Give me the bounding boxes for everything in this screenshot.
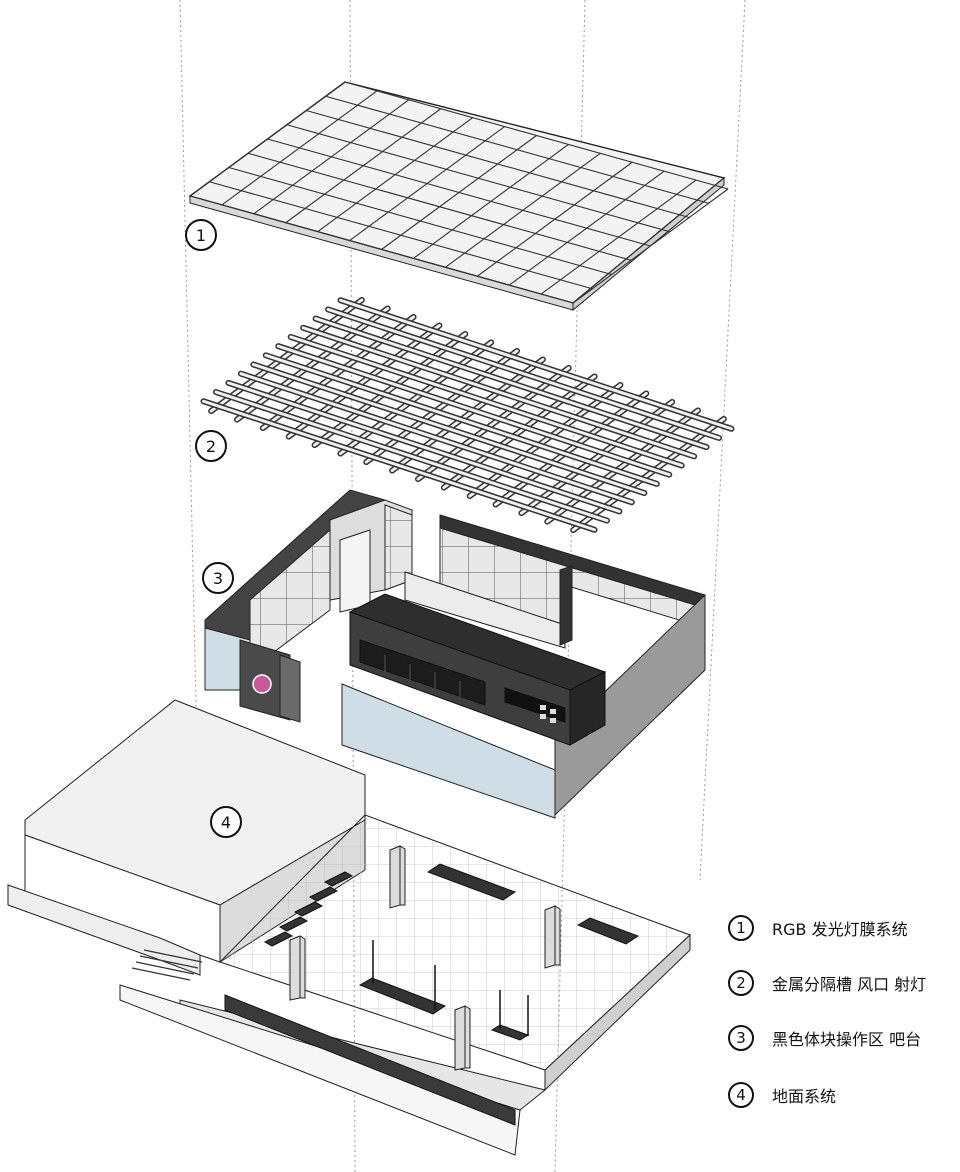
metal-bar [226, 381, 621, 513]
metal-bar [214, 390, 609, 523]
layer-4-floor [7, 699, 691, 1156]
metal-bar [314, 317, 709, 449]
film-grid-line [306, 109, 690, 219]
film-grid-line [344, 81, 729, 190]
film-grid-line [247, 152, 632, 261]
metal-bar [442, 374, 597, 490]
metal-bar [519, 400, 674, 515]
film-grid-line [189, 195, 574, 304]
layer-3-operation-area [204, 489, 706, 819]
metal-bar [326, 307, 721, 440]
legend-number: 4 [728, 1082, 754, 1108]
metal-bar [338, 340, 493, 456]
marker-4-label: 4 [221, 813, 231, 832]
metal-bar [239, 372, 634, 504]
metal-bar [416, 366, 571, 481]
marker-3-label: 3 [213, 569, 223, 588]
metal-bar [313, 332, 467, 447]
film-grid-line [286, 124, 671, 233]
marker-1-label: 1 [196, 226, 206, 245]
film-grid-line [228, 166, 612, 276]
metal-bar [202, 399, 596, 532]
metal-bar [276, 344, 671, 477]
legend-number: 1 [728, 915, 754, 941]
film-grid-line [209, 181, 593, 290]
marker-2: 2 [195, 430, 227, 462]
metal-bar [287, 323, 441, 439]
marker-2-label: 2 [206, 437, 216, 456]
metal-bar [289, 335, 684, 467]
legend-label: 黑色体块操作区 吧台 [772, 1030, 922, 1049]
legend-number: 2 [728, 970, 754, 996]
layer-1-light-film [188, 81, 729, 312]
layer-2-metal-grid [200, 296, 735, 534]
metal-bar [301, 326, 696, 458]
metal-bar [364, 349, 519, 464]
metal-bar [209, 298, 364, 413]
legend-item-2: 2 金属分隔槽 风口 射灯 [728, 968, 926, 998]
legend-item-4: 4 地面系统 [728, 1080, 836, 1110]
metal-bar [339, 298, 733, 431]
metal-bar [264, 353, 659, 486]
metal-bar [494, 391, 648, 507]
metal-bar [261, 315, 416, 430]
legend-label: 地面系统 [772, 1087, 837, 1106]
metal-bar [235, 306, 390, 422]
film-grid-line [267, 138, 651, 247]
legend-item-3: 3 黑色体块操作区 吧台 [728, 1023, 921, 1053]
legend-number: 3 [728, 1025, 754, 1051]
metal-bar [468, 383, 622, 498]
metal-bar [251, 363, 646, 495]
marker-3: 3 [202, 562, 234, 594]
metal-bar [390, 357, 545, 473]
metal-bar [545, 408, 700, 524]
marker-4: 4 [210, 806, 242, 838]
legend-label: 金属分隔槽 风口 射灯 [772, 975, 927, 994]
film-grid-line [325, 95, 709, 204]
metal-bar [571, 417, 726, 532]
legend-item-1: 1 RGB 发光灯膜系统 [728, 913, 908, 943]
legend-label: RGB 发光灯膜系统 [772, 920, 908, 939]
marker-1: 1 [185, 219, 217, 251]
